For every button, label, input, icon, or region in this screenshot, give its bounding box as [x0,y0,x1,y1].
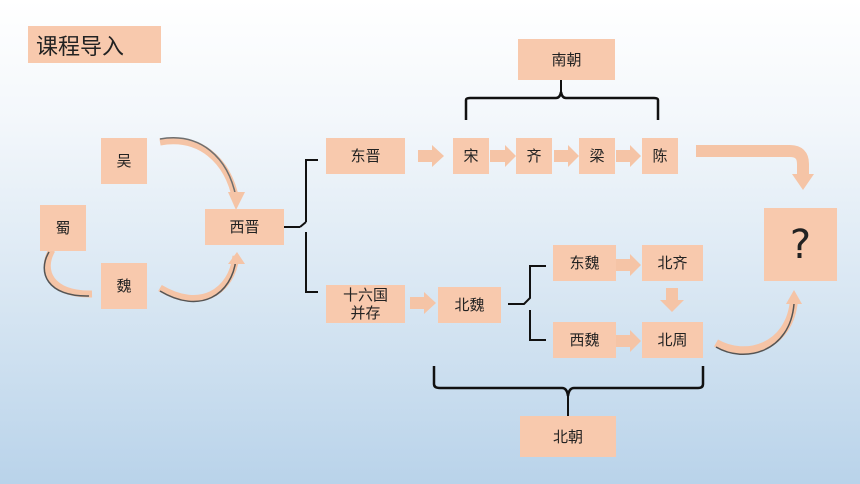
node-shiliuguo: 十六国 并存 [326,285,405,323]
node-qi: 齐 [516,138,552,174]
arrow-xiwei-beizhou [616,330,641,352]
elbow-arrow-chen-to-question [696,145,809,176]
node-dongjin: 东晋 [326,138,405,174]
node-xiwei: 西魏 [553,322,616,358]
arrow-beiqi-beizhou [660,288,684,312]
node-dongwei: 东魏 [553,245,616,281]
node-beiwei: 北魏 [438,287,501,323]
arrow-dongwei-beiqi [616,254,641,276]
node-wei: 魏 [101,263,147,309]
curve-arrow-wu-to-xijin [159,137,240,201]
bracket-nanchao [464,91,660,120]
node-question: ? [764,208,837,281]
arrow-liang-chen [616,145,641,167]
node-shiliuguo-line2: 并存 [350,304,381,322]
bracket-xijin [284,159,318,293]
arrow-dongjin-song [418,145,444,167]
bracket-beiwei [508,265,546,341]
arrow-shiliuguo-beiwei [410,292,436,314]
node-wu: 吴 [101,138,147,184]
bracket-beichao [432,366,705,397]
curve-arrow-shu-to-wei [43,248,93,298]
node-shiliuguo-line1: 十六国 [342,286,388,304]
node-beizhou: 北周 [642,322,703,358]
node-song: 宋 [453,138,489,174]
curve-arrow-wei-to-xijin [158,255,240,302]
page-title: 课程导入 [28,26,161,63]
curve-arrow-beizhou-to-question [713,299,798,355]
arrowhead [228,192,245,210]
node-shu: 蜀 [40,205,86,251]
node-liang: 梁 [579,138,615,174]
arrow-song-qi [490,145,516,167]
arrow-qi-liang [554,145,579,167]
node-beiqi: 北齐 [642,245,703,281]
node-xijin: 西晋 [205,209,284,245]
node-chen: 陈 [642,138,678,174]
node-beichao: 北朝 [520,416,616,457]
node-nanchao: 南朝 [518,39,615,80]
